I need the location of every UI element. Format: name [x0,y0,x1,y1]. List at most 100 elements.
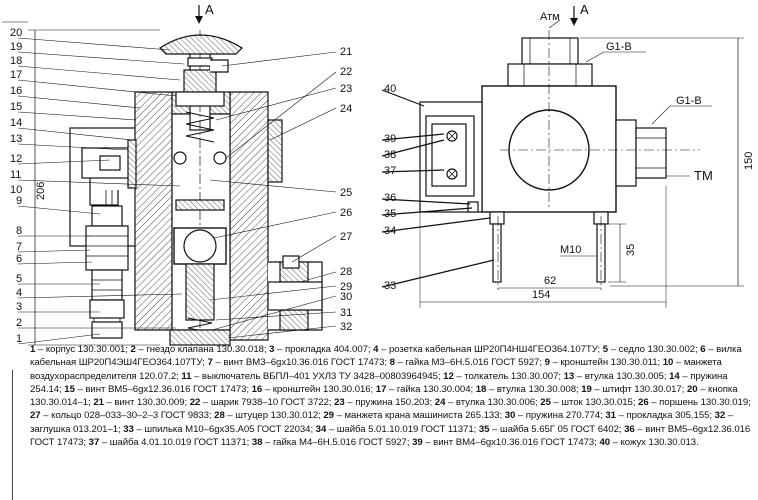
callout-5: 5 [16,273,22,285]
legend-item-number: 23 [334,397,345,409]
callout-26: 26 [340,207,352,219]
legend-item-text: – выключатель ВБПЛ–401 УХЛ3 ТУ 3428–0080… [191,370,444,382]
legend-item-number: 5 [602,344,609,355]
legend-item-text: – винт ВМ5–6gх12.36.016 ГОСТ 17473; [30,423,751,449]
legend-item-text: – заглушка 013.201–1; [30,410,734,435]
callout-8: 8 [16,225,22,237]
callouts-left-view: 20 19 18 17 16 15 14 13 12 11 10 9 8 7 6… [10,27,352,345]
legend-item-number: 40 [599,437,611,449]
legend-item-number: 37 [88,437,100,449]
callout-1: 1 [16,333,22,345]
legend-item-number: 21 [93,397,104,409]
callout-22: 22 [340,66,352,78]
callout-35: 35 [384,208,396,220]
legend-item-number: 1 [30,344,36,355]
legend-item-number: 12 [443,370,454,382]
callout-4: 4 [16,287,22,299]
legend-item-text: – гайка М3–6Н.5.016 ГОСТ 5927; [394,357,545,369]
thread-right-label: G1-B [676,95,702,107]
legend-item-text: – штуцер 130.30.012; [224,410,324,422]
legend-item-number: 10 [662,357,674,369]
callout-9: 9 [16,195,22,207]
tm-label: ТМ [694,168,713,183]
thread-m10-label: M10 [560,244,581,256]
legend-item-number: 35 [478,423,490,435]
legend-item-number: 25 [540,397,551,409]
legend-item-text: – шайба 5.01.10.019 ГОСТ 11371; [326,423,479,435]
legend-item-text: – манжета крана машиниста 265.133; [333,410,505,422]
legend-item-number: 22 [189,397,201,409]
legend-item-number: 16 [251,383,263,395]
legend-item-text: – винт ВМ5–6gх12.36.016 ГОСТ 17473; [74,383,252,395]
callout-20: 20 [10,27,22,39]
atm-label: Атм [540,11,560,23]
dimension-35: 35 [625,244,637,256]
legend-item-number: 3 [269,344,275,355]
legend-item-number: 2 [130,344,136,355]
callout-31: 31 [340,307,352,319]
callout-33: 33 [384,280,396,292]
callout-40: 40 [384,83,396,95]
callout-25: 25 [340,187,352,199]
callout-30: 30 [340,291,352,303]
view-arrow-label: A [580,2,589,17]
legend-item-text: – втулка 130.30.005; [574,370,670,382]
legend-item-text: – кронштейн 130.30.011; [549,357,663,369]
legend-item-text: – прокладка 404.007; [274,344,374,355]
legend-item-number: 9 [544,357,550,369]
legend-item-text: – винт 130.30.009; [103,397,190,409]
parts-legend: 1 – корпус 130.30.001; 2 – гнездо клапан… [30,343,752,449]
callout-15: 15 [10,101,22,113]
legend-item-number: 19 [581,383,592,395]
legend-item-text: – штифт 130.30.017; [591,383,687,395]
legend-item-number: 14 [669,370,680,382]
legend-item-text: – поршень 130.30.019; [648,397,751,409]
legend-item-number: 38 [251,437,263,449]
thread-top-label: G1-B [606,41,632,53]
legend-item-text: – седло 130.30.002; [608,344,701,355]
callout-27: 27 [340,231,352,243]
legend-item-number: 29 [323,410,334,422]
callout-29: 29 [340,281,352,293]
height-dimension-206: 206 [35,182,47,200]
legend-item-number: 30 [504,410,516,422]
legend-item-number: 20 [686,383,698,395]
legend-item-number: 7 [207,357,213,369]
legend-item-number: 17 [375,383,387,395]
legend-item-number: 18 [475,383,487,395]
legend-item-number: 6 [700,344,706,355]
margin-strip [0,370,13,500]
legend-item-number: 15 [64,383,75,395]
legend-item-text: – шарик 7938–10 ГОСТ 3722; [200,397,335,409]
dimension-150: 150 [743,152,755,170]
callout-32: 32 [340,321,352,333]
legend-item-text: – корпус 130.30.001; [35,344,131,355]
legend-item-number: 26 [638,397,649,409]
legend-item-text: – кнопка 130.30.014–1; [30,383,738,409]
legend-item-number: 11 [181,370,192,382]
legend-item-text: – винт ВМ3–6gх10.36.016 ГОСТ 17473; [212,357,390,369]
legend-item-text: – кронштейн 130.30.016; [262,383,376,395]
legend-item-text: – втулка 130.30.008; [486,383,582,395]
callout-17: 17 [10,69,22,81]
legend-item-text: – гайка М4–6Н.5.016 ГОСТ 5927; [262,437,413,449]
legend-item-number: 36 [624,423,635,435]
callout-16: 16 [10,85,22,97]
callout-6: 6 [16,253,22,265]
legend-item-text: – винт ВМ4–6gх10.36.016 ГОСТ 17473; [422,437,600,449]
legend-item-number: 39 [412,437,423,449]
callout-36: 36 [384,192,396,204]
legend-item-text: – гайка 130.30.004; [386,383,476,395]
legend-item-number: 13 [563,370,575,382]
legend-item-text: – шайба 4.01.10.019 ГОСТ 11371; [99,437,252,449]
legend-item-number: 34 [315,423,327,435]
legend-item-text: – кольцо 028–033–30–2–3 ГОСТ 9833; [40,410,215,422]
legend-item-text: – пружина 270.774; [515,410,606,422]
callout-38: 38 [384,149,396,161]
callout-3: 3 [16,301,22,313]
dimension-154: 154 [532,289,550,301]
callout-11: 11 [10,169,21,181]
legend-item-text: – розетка кабельная ШР20П4НШ4ГЕО364.107Т… [378,344,603,355]
legend-item-text: – кожух 130.30.013. [610,437,699,449]
